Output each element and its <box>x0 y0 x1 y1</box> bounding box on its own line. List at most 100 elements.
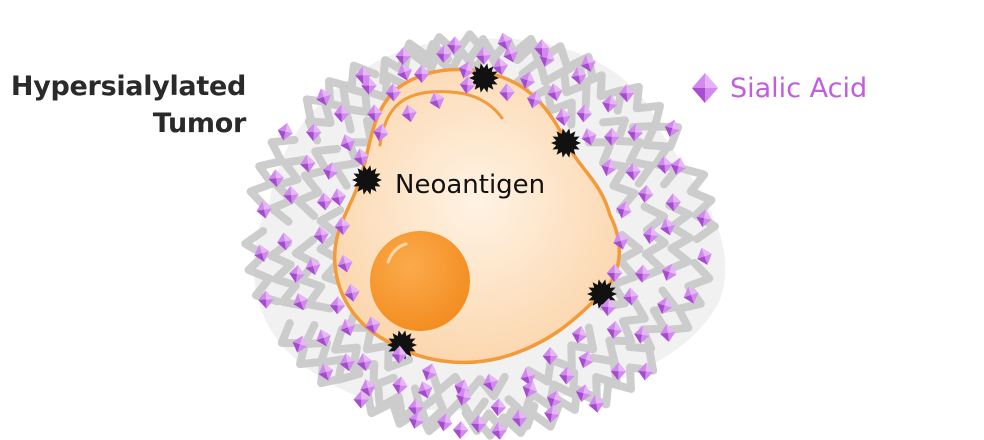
sialic-acid-icon <box>613 232 629 250</box>
sialic-acid-icon <box>491 421 507 440</box>
title-line-1: Hypersialylated <box>10 71 246 102</box>
sialic-acid-icon <box>417 381 433 399</box>
sialic-acid-icon <box>643 226 659 245</box>
sialic-acid-icon <box>578 351 594 369</box>
sialic-acid-icon <box>459 76 476 94</box>
sialic-acid-icon <box>602 94 618 113</box>
sialic-acid-icon <box>547 83 563 101</box>
glycocalyx-strand <box>316 206 351 289</box>
sialic-acid-icon <box>408 411 424 429</box>
sialic-acid-icon <box>422 363 437 381</box>
sialic-acid-icon <box>329 296 346 315</box>
sialic-acid-icon <box>268 169 284 188</box>
sialic-acid-icon <box>571 325 588 344</box>
sialic-acid-icon <box>499 83 515 102</box>
title-line-2: Tumor <box>152 108 246 139</box>
inner-membrane-line <box>378 90 504 147</box>
sialic-acid-icon <box>606 320 622 339</box>
sialic-acid-icon <box>657 296 672 315</box>
neoantigen-icon <box>551 128 581 158</box>
sialic-acid-icon <box>634 264 651 283</box>
sialic-acid-icon <box>437 413 453 432</box>
sialic-acid-icon <box>546 390 562 408</box>
sialic-acid-icon <box>660 323 676 342</box>
sialic-acid-icon <box>601 158 617 177</box>
sialic-acid-icon <box>316 192 333 211</box>
sialic-acid-icon <box>604 127 620 146</box>
sialic-acid-icon <box>683 286 699 304</box>
sialic-acid-icon <box>340 134 355 152</box>
sialic-acid-icon <box>623 287 639 306</box>
glycocalyx-strand <box>524 323 598 386</box>
sialic-acid-icon <box>316 329 331 347</box>
sialic-acid-icon <box>373 123 389 142</box>
sialic-acid-icon <box>254 244 270 262</box>
sialic-acid-icon <box>456 388 472 406</box>
sialic-acid-icon <box>542 347 558 365</box>
glycocalyx-strand <box>294 144 341 220</box>
sialic-acid-icon <box>283 186 299 204</box>
sialic-acid-icon <box>555 108 571 126</box>
sialic-acid-icon <box>670 157 686 176</box>
sialic-acid-icon <box>353 148 369 167</box>
glycocalyx-strand <box>599 116 656 188</box>
neoantigen-group <box>352 63 617 360</box>
sialic-acid-icon <box>638 362 654 381</box>
glycocalyx-strand <box>664 201 694 274</box>
sialic-acid-icon <box>527 90 542 109</box>
glycocalyx-strand <box>471 401 563 440</box>
sialic-acid-icon <box>316 88 331 106</box>
sialic-acid-icon <box>395 47 411 66</box>
glycocalyx-strand <box>277 319 349 388</box>
sialic-acid-icon <box>576 104 592 123</box>
sialic-acid-icon <box>306 123 322 142</box>
sialic-acid-icon <box>511 409 528 428</box>
sialic-acid-icon <box>277 232 293 251</box>
sialic-acid-icon <box>619 84 635 103</box>
sialic-acid-icon <box>334 217 350 235</box>
sialic-acid-icon <box>665 193 681 212</box>
sialic-acid-icon <box>697 247 712 265</box>
sialic-acid-icon <box>300 154 316 173</box>
sialic-acid-icon <box>318 363 334 381</box>
sialic-acid-icon <box>520 71 535 89</box>
sialic-acid-icon <box>339 353 355 372</box>
sialic-acid-icon <box>353 390 369 409</box>
sialic-acid-icon <box>475 46 492 65</box>
sialic-acid-icon <box>610 362 627 381</box>
sialic-acid-icon <box>492 57 508 76</box>
sialic-acid-icon <box>355 66 371 85</box>
diagram-title: Hypersialylated Tumor <box>0 68 246 142</box>
sialic-acid-icon <box>392 376 408 395</box>
nucleus-highlight <box>386 242 408 264</box>
sialic-acid-icon <box>365 316 381 334</box>
glycocalyx-strand <box>267 239 308 310</box>
sialic-acid-icon <box>522 380 538 398</box>
sialic-acid-icon <box>625 162 641 181</box>
sialic-acid-icon <box>446 36 463 55</box>
sialic-acid-icon <box>490 398 506 417</box>
sialic-acid-icon <box>452 421 469 439</box>
sialic-acid-icon <box>356 353 372 371</box>
sialic-acid-icon <box>397 63 412 81</box>
sialic-acid-icon <box>293 293 308 311</box>
sialic-acid-icon <box>258 290 274 309</box>
sialic-acid-icon <box>289 265 305 283</box>
sialic-acid-icon <box>256 200 272 219</box>
glycocalyx-strand <box>397 30 489 69</box>
sialic-acid-icon <box>696 209 712 228</box>
glycocalyx-strand <box>363 387 451 436</box>
sialic-acid-icon <box>483 373 499 392</box>
sialic-acid-icon <box>330 188 347 207</box>
sialic-acid-icon <box>575 384 591 402</box>
sialic-acid-icon <box>571 66 587 85</box>
sialic-acid-icon <box>333 104 350 123</box>
sialic-acid-icon <box>600 298 616 317</box>
sialic-acid-icon <box>292 335 308 353</box>
sialic-acid-icon <box>470 414 487 433</box>
sialic-acid-icon <box>497 32 513 51</box>
glycocalyx-strand <box>246 135 299 212</box>
sialic-acid-icon <box>534 39 550 58</box>
sialic-acid-icon <box>638 184 654 203</box>
